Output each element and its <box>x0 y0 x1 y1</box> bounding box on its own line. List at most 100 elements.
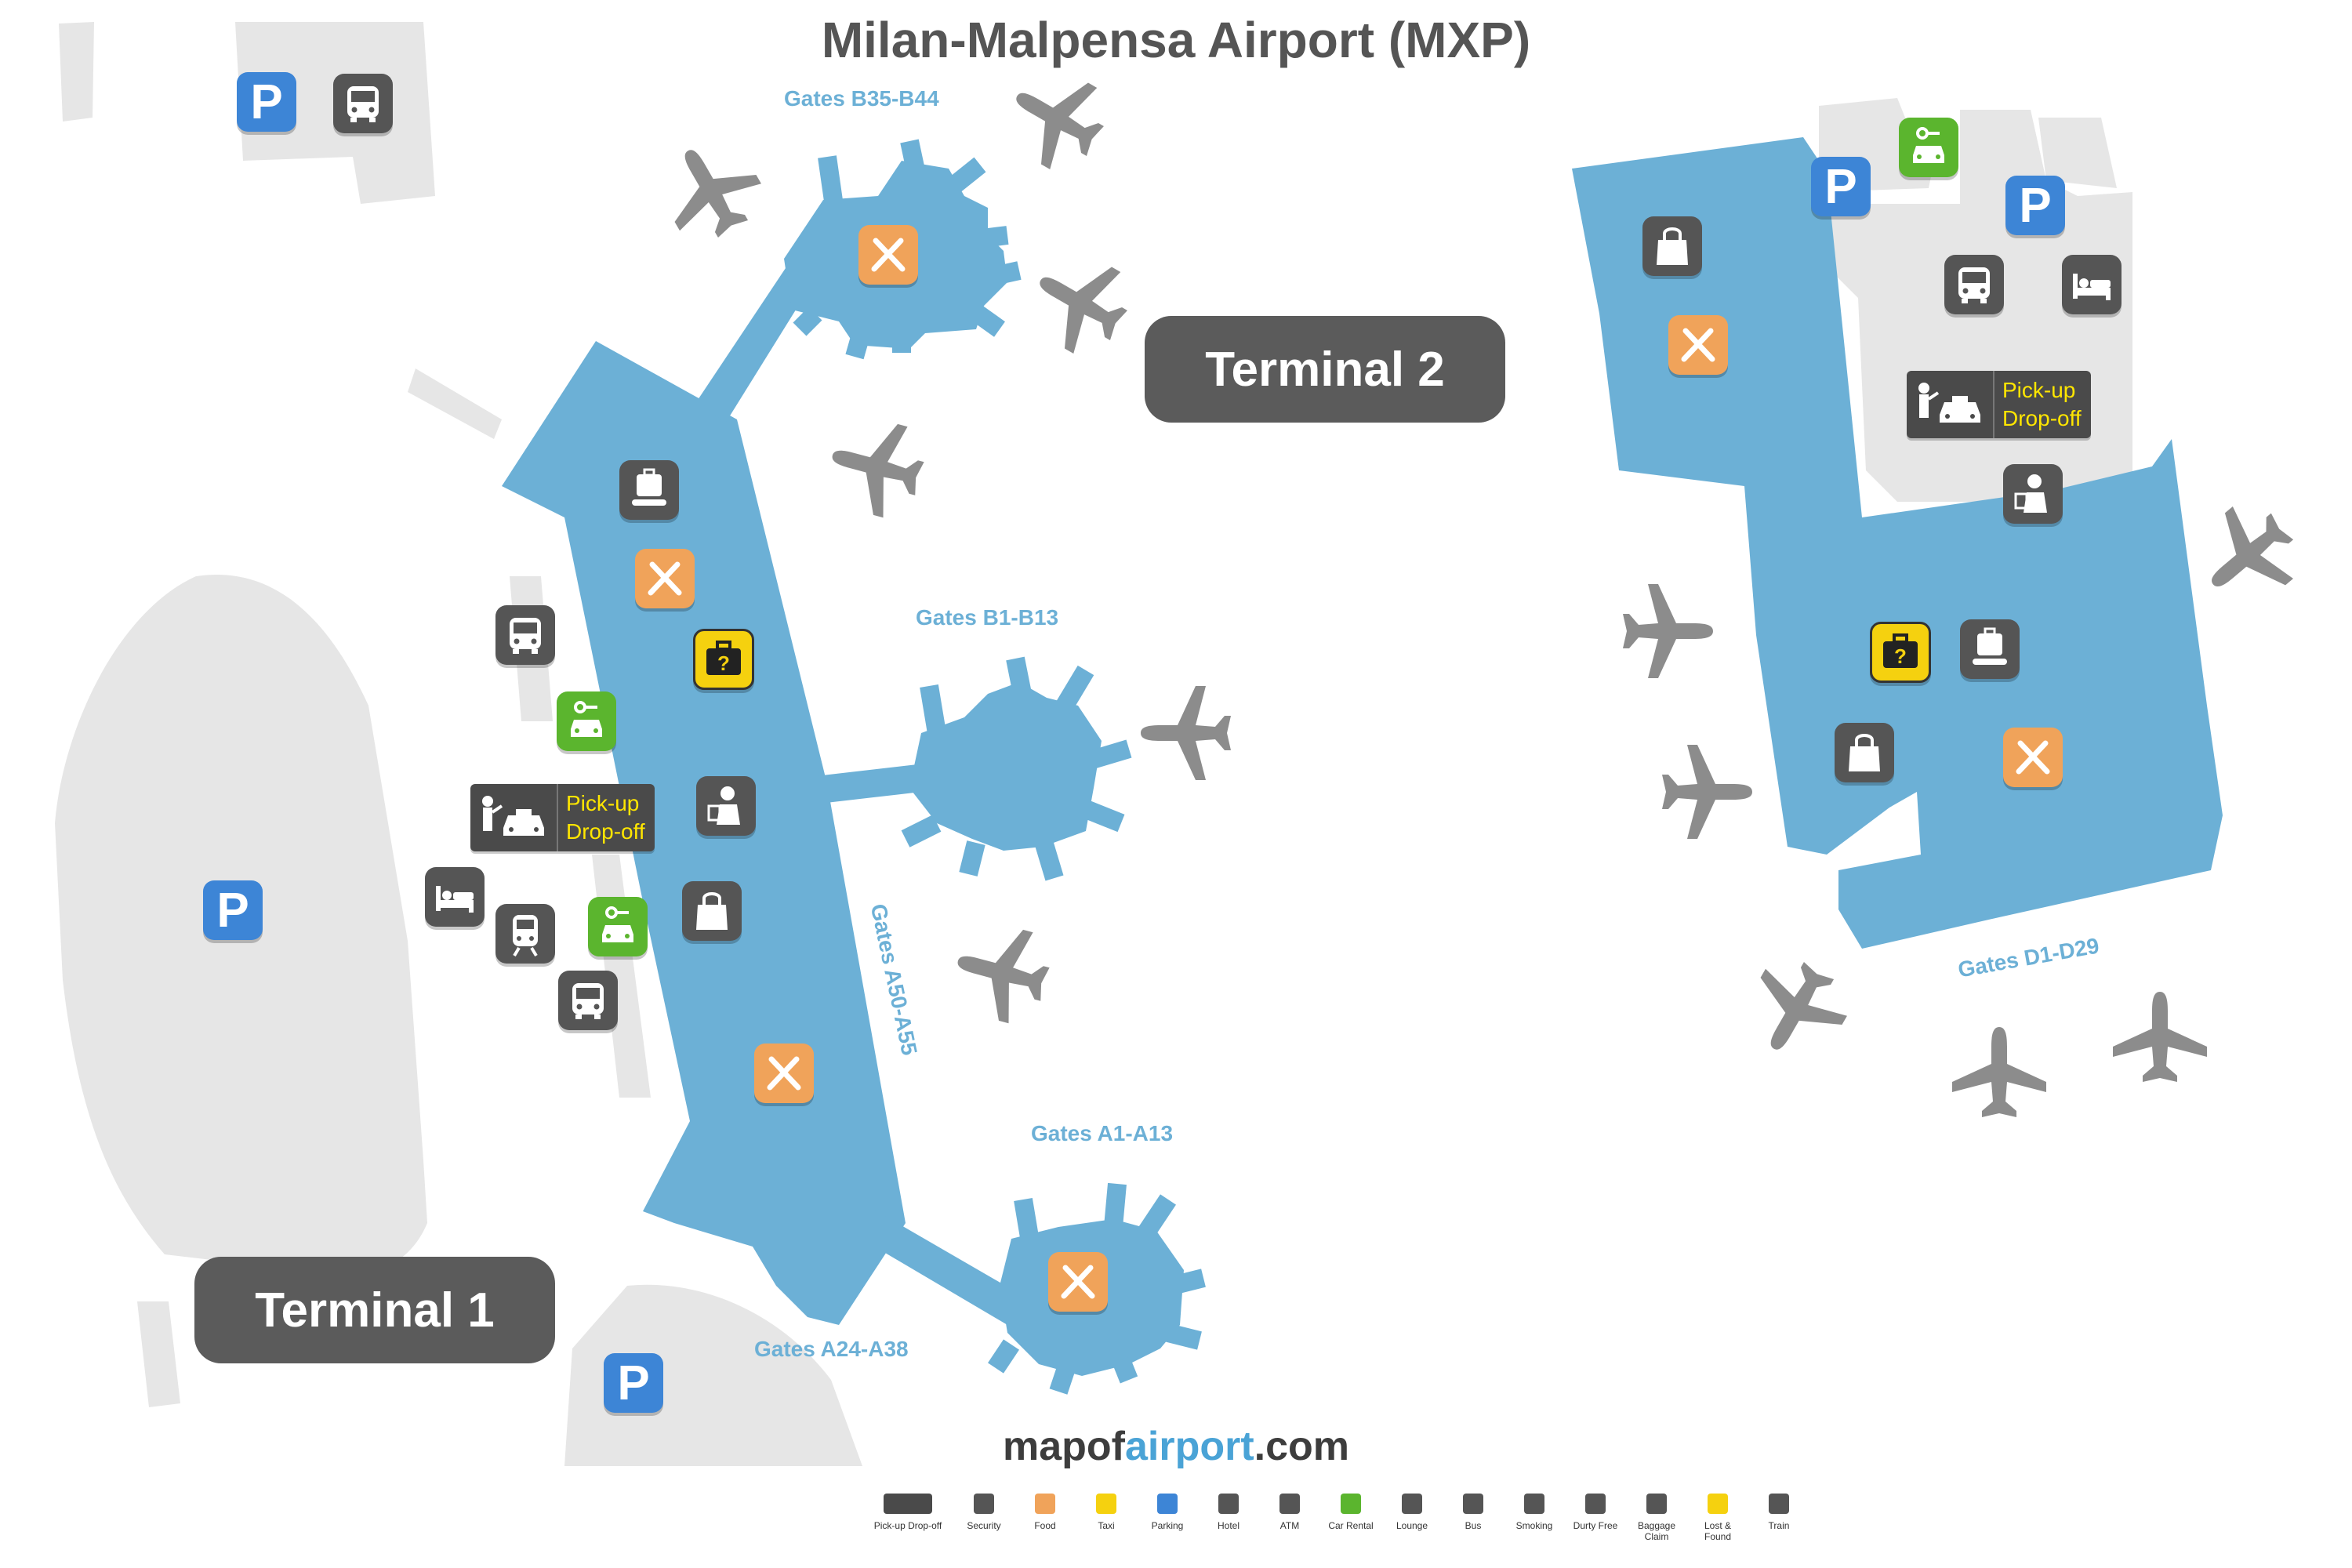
parking-icon <box>1157 1494 1178 1514</box>
ground-bottom-2 <box>564 1284 862 1466</box>
taxi-passenger-icon <box>470 784 558 851</box>
lost-found-icon <box>1708 1494 1728 1514</box>
t1-connector-b1 <box>815 764 921 804</box>
legend-label: Parking <box>1151 1520 1184 1531</box>
terminal-1-label[interactable]: Terminal 1 <box>194 1257 555 1363</box>
legend-item: Security <box>961 1494 1007 1531</box>
ground-t2-top-3 <box>2038 118 2117 188</box>
legend-label: Baggage Claim <box>1637 1520 1676 1542</box>
food-icon[interactable] <box>1048 1252 1108 1312</box>
train-icon[interactable] <box>495 904 555 964</box>
security-icon[interactable] <box>2003 464 2063 524</box>
car-rental-icon <box>1341 1494 1361 1514</box>
pier-arms-a1 <box>988 1182 1206 1395</box>
baggage-claim-icon[interactable] <box>619 460 679 520</box>
legend-item: Food <box>1022 1494 1068 1531</box>
dropoff-label: Drop-off <box>566 819 645 844</box>
food-icon <box>1035 1494 1055 1514</box>
food-icon[interactable] <box>1668 315 1728 375</box>
legend-label: Bus <box>1465 1520 1482 1531</box>
hotel-icon[interactable] <box>425 867 485 927</box>
t1-connector-b35 <box>698 259 815 423</box>
legend-label: Durty Free <box>1573 1520 1618 1531</box>
lost-and-found-icon[interactable]: ? <box>693 629 754 690</box>
pickup-label: Pick-up <box>2002 378 2076 402</box>
food-icon[interactable] <box>635 549 695 608</box>
brand-logo[interactable]: mapofairport.com <box>0 1423 2352 1470</box>
svg-text:?: ? <box>1894 644 1907 668</box>
bus-icon <box>1463 1494 1483 1514</box>
terminal-1-building <box>502 139 1206 1395</box>
legend-item: Car Rental <box>1328 1494 1374 1531</box>
legend-label: Train <box>1768 1520 1790 1531</box>
brand-prefix: mapof <box>1002 1424 1125 1469</box>
ground-bottom-1 <box>137 1301 180 1407</box>
pier-arms-b35 <box>793 139 1022 360</box>
svg-text:?: ? <box>717 652 730 675</box>
legend-item: Bus <box>1450 1494 1496 1531</box>
food-icon[interactable] <box>2003 728 2063 787</box>
airplane-icon <box>1016 82 1104 169</box>
legend-item: Taxi <box>1083 1494 1129 1531</box>
baggage-claim-icon <box>1646 1494 1667 1514</box>
parking-icon[interactable]: P <box>1811 157 1871 216</box>
hotel-icon[interactable] <box>2062 255 2122 314</box>
taxi-passenger-icon <box>1907 371 1994 438</box>
brand-suffix: .com <box>1254 1424 1350 1469</box>
duty-free-icon[interactable] <box>1835 723 1894 782</box>
legend-item: Durty Free <box>1573 1494 1618 1531</box>
car-rental-icon[interactable] <box>1899 118 1958 177</box>
legend-label: Taxi <box>1098 1520 1115 1531</box>
parking-icon[interactable]: P <box>237 72 296 132</box>
food-icon[interactable] <box>754 1044 814 1103</box>
gate-label-b35-b44: Gates B35-B44 <box>784 86 939 111</box>
bus-icon[interactable] <box>558 971 618 1030</box>
dropoff-label: Drop-off <box>2002 406 2082 430</box>
terminal-2-label[interactable]: Terminal 2 <box>1145 316 1505 423</box>
legend-label: Lost & Found <box>1704 1520 1732 1542</box>
airplane-icon <box>957 929 1050 1024</box>
brand-accent: airport <box>1124 1424 1254 1469</box>
legend-item: Baggage Claim <box>1634 1494 1679 1542</box>
pier-arms-b1 <box>901 656 1132 881</box>
airplane-icon <box>1141 686 1231 780</box>
legend-label: Lounge <box>1396 1520 1428 1531</box>
pickup-dropoff-sign[interactable]: Pick-up Drop-off <box>1907 371 2091 438</box>
parking-icon[interactable]: P <box>203 880 263 940</box>
legend-item: Smoking <box>1512 1494 1557 1531</box>
airplane-icon <box>1662 745 1752 839</box>
baggage-claim-icon[interactable] <box>1960 619 2020 679</box>
airplane-icon <box>832 423 924 518</box>
gate-label-a1-a13: Gates A1-A13 <box>1031 1121 1174 1145</box>
car-rental-icon[interactable] <box>588 897 648 956</box>
gate-label-a24-a38: Gates A24-A38 <box>754 1337 909 1361</box>
legend-label: Car Rental <box>1328 1520 1374 1531</box>
lost-and-found-icon[interactable]: ? <box>1870 622 1931 683</box>
legend-item: Parking <box>1145 1494 1190 1531</box>
legend-label: Hotel <box>1217 1520 1240 1531</box>
food-icon[interactable] <box>858 225 918 285</box>
parking-icon[interactable]: P <box>604 1353 663 1413</box>
ground-t1-strip-1 <box>408 368 502 439</box>
legend-label: Food <box>1034 1520 1056 1531</box>
airplane-icon <box>1952 1027 2046 1117</box>
bus-icon[interactable] <box>495 605 555 665</box>
duty-free-icon[interactable] <box>682 881 742 941</box>
duty-free-icon[interactable] <box>1642 216 1702 276</box>
legend-item: Train <box>1756 1494 1802 1531</box>
atm-icon <box>1279 1494 1300 1514</box>
smoking-icon <box>1524 1494 1544 1514</box>
airplane-icon <box>1760 962 1847 1050</box>
pickup-icon <box>884 1494 932 1514</box>
bus-icon[interactable] <box>333 74 393 133</box>
car-rental-icon[interactable] <box>557 691 616 751</box>
legend-label: Security <box>967 1520 1001 1531</box>
airplane-icon <box>2212 506 2294 586</box>
pickup-dropoff-sign[interactable]: Pick-up Drop-off <box>470 784 655 851</box>
parking-icon[interactable]: P <box>2005 176 2065 235</box>
security-icon[interactable] <box>696 776 756 836</box>
security-icon <box>974 1494 994 1514</box>
legend-item: ATM <box>1267 1494 1312 1531</box>
bus-icon[interactable] <box>1944 255 2004 314</box>
